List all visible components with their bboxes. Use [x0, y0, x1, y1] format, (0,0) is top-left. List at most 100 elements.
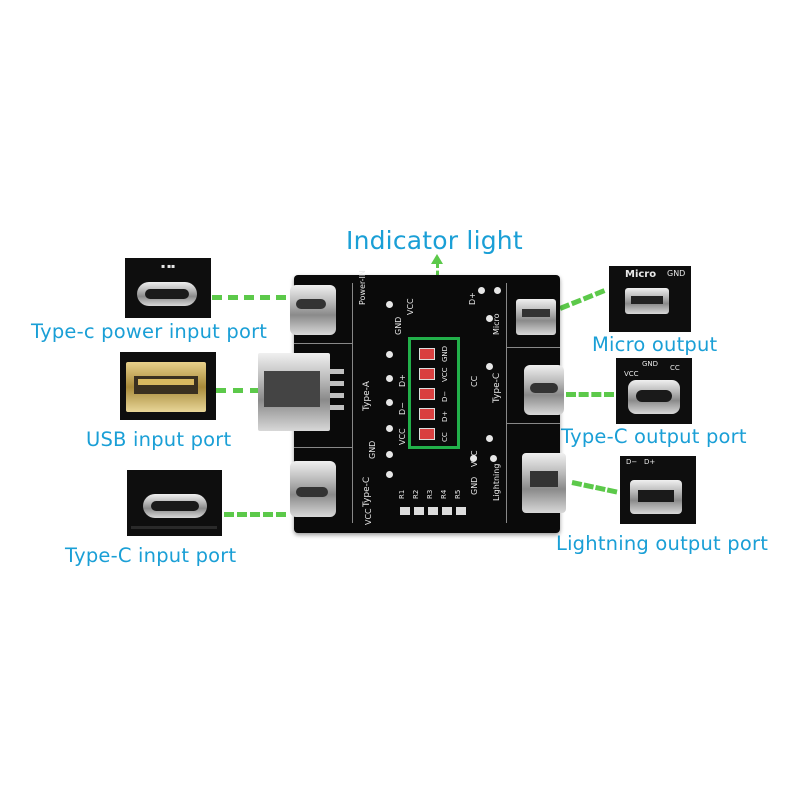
silk-dminus-1: D−	[398, 402, 407, 415]
indicator-led-box: GND VCC D− D+ CC	[408, 337, 460, 449]
typec-output-label: Type-C output port	[561, 425, 747, 448]
resistor-r5	[456, 507, 466, 515]
silk-vcc-3: VCC	[364, 508, 373, 525]
board-typec-input-opening	[296, 487, 328, 497]
silk-gnd-r: GND	[470, 476, 479, 495]
typec-port-opening	[145, 289, 189, 299]
board-usb-pins	[330, 369, 344, 417]
silk-lightning: Lightning	[492, 463, 501, 501]
resistor-r3	[428, 507, 438, 515]
led-label-cc: CC	[441, 432, 449, 442]
board-divider-h4	[506, 423, 560, 424]
board-divider-h2	[294, 447, 352, 448]
usb-input-label: USB input port	[86, 428, 232, 451]
usb-connector-line	[216, 388, 260, 393]
silk-r4: R4	[440, 489, 448, 499]
micro-port-opening	[631, 296, 663, 304]
typec-output-connector-line	[566, 392, 614, 397]
led-4	[419, 408, 435, 420]
board-typec-power-port	[290, 285, 336, 335]
led-label-dplus: D+	[441, 410, 449, 422]
led-5	[419, 428, 435, 440]
thumb-silk-micro: Micro	[625, 269, 657, 280]
testpoint	[478, 287, 485, 294]
resistor-r2	[414, 507, 424, 515]
silk-type-c-left: Type-C	[362, 476, 372, 507]
testpoint	[486, 363, 493, 370]
silk-r2: R2	[412, 489, 420, 499]
led-1	[419, 348, 435, 360]
led-3	[419, 388, 435, 400]
silk-r3: R3	[426, 489, 434, 499]
testpoint	[386, 471, 393, 478]
silk-gnd-2: GND	[368, 440, 377, 459]
lightning-port-opening	[638, 490, 674, 502]
board-divider-right	[506, 283, 507, 523]
thumb-silk-gnd: GND	[642, 360, 659, 368]
silk-cc-r: CC	[470, 375, 479, 387]
led-label-gnd: GND	[441, 345, 449, 362]
testpoint	[386, 451, 393, 458]
testpoint	[486, 315, 493, 322]
typec-input-label: Type-C input port	[65, 544, 237, 567]
resistor-r1	[400, 507, 410, 515]
silk-dplus-r: D+	[468, 292, 477, 305]
testpoint	[386, 351, 393, 358]
thumb-silk-cc: CC	[670, 364, 680, 372]
silk-micro: Micro	[492, 313, 501, 335]
board-divider-h3	[506, 347, 560, 348]
board-divider-left	[352, 283, 353, 523]
typec-power-input-photo: ▪ ▪▪	[125, 258, 211, 318]
board-usb-opening	[264, 371, 320, 407]
testpoint	[494, 287, 501, 294]
typec-output-photo: VCC GND CC	[616, 358, 692, 424]
silk-power-in: Power-IN	[358, 270, 367, 305]
silk-type-a: Type-A	[362, 381, 372, 411]
thumb-silk-vcc: VCC	[624, 370, 639, 378]
led-label-vcc: VCC	[441, 367, 449, 382]
testpoint	[386, 399, 393, 406]
board-typec-power-opening	[296, 299, 326, 309]
usb-port-contacts	[138, 379, 194, 385]
board-divider-h1	[294, 343, 352, 344]
typec-power-input-label: Type-c power input port	[31, 320, 268, 343]
thumb-silk-micro-gnd: GND	[667, 269, 686, 278]
micro-output-photo: Micro GND	[609, 266, 691, 332]
board-micro-opening	[522, 309, 550, 317]
micro-connector-line	[559, 288, 606, 311]
usb-input-photo	[120, 352, 216, 420]
thumb-silk-dplus: D+	[644, 458, 656, 466]
testpoint	[386, 375, 393, 382]
micro-output-label: Micro output	[592, 333, 718, 356]
typec-input-port-opening	[151, 501, 199, 511]
pcb-board: Power-IN Type-A Type-C Type-C Micro Ligh…	[258, 270, 566, 533]
thumb-trace	[131, 526, 217, 529]
resistor-r4	[442, 507, 452, 515]
indicator-arrow-head	[431, 254, 443, 264]
indicator-light-label: Indicator light	[346, 226, 523, 255]
thumb-silk-1: ▪ ▪▪	[161, 263, 176, 270]
typec-power-connector-line	[212, 295, 286, 300]
silk-type-c-right: Type-C	[492, 372, 502, 403]
lightning-output-photo: D− D+	[620, 456, 696, 524]
board-micro-port	[516, 299, 556, 335]
silk-r1: R1	[398, 489, 406, 499]
board-typec-output-opening	[530, 383, 558, 393]
led-2	[419, 368, 435, 380]
testpoint	[386, 425, 393, 432]
typec-output-port-opening	[636, 390, 672, 402]
silk-gnd-1: GND	[394, 316, 403, 335]
silk-vcc-2: VCC	[398, 428, 407, 445]
resistor-row	[398, 501, 470, 521]
led-label-dminus: D−	[441, 390, 449, 402]
testpoint	[486, 435, 493, 442]
silk-r5: R5	[454, 489, 462, 499]
typec-input-photo	[127, 470, 222, 536]
lightning-connector-line	[571, 480, 618, 495]
silk-vcc-1: VCC	[406, 298, 415, 315]
lightning-output-label: Lightning output port	[556, 532, 769, 555]
typec-input-connector-line	[224, 512, 286, 517]
thumb-silk-dminus: D−	[626, 458, 638, 466]
testpoint	[470, 455, 477, 462]
testpoint	[490, 455, 497, 462]
